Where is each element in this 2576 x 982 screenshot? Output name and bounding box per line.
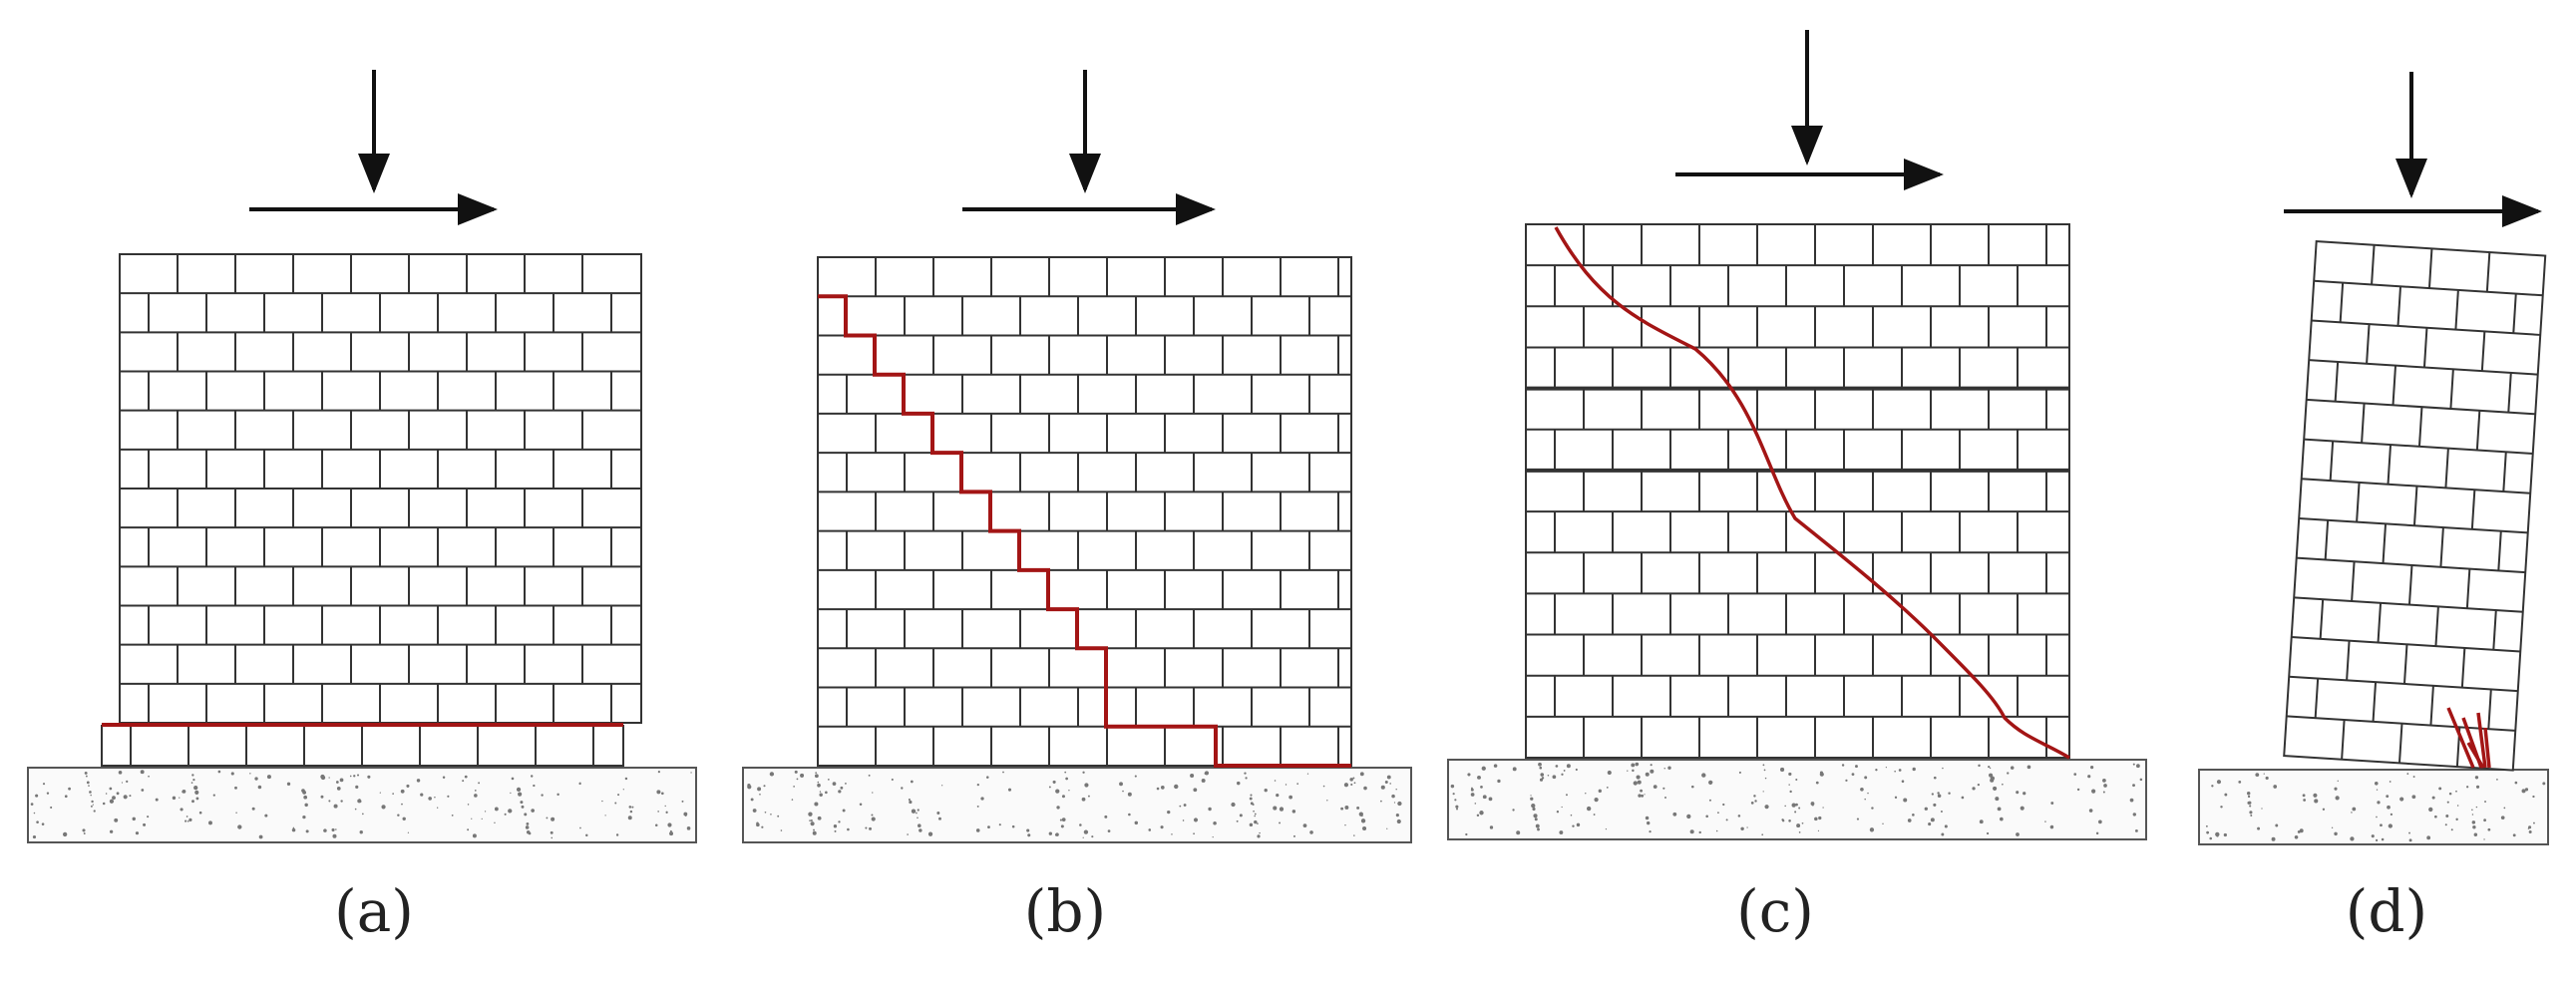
foundation-a xyxy=(27,767,697,843)
wall-b xyxy=(817,256,1352,767)
wall-d xyxy=(2283,240,2547,772)
diagonal-crack-c xyxy=(1554,226,2070,760)
panel-a xyxy=(27,70,697,843)
panel-d xyxy=(2198,72,2549,845)
toe-crushing-cracks-d xyxy=(2446,707,2491,769)
foundation-d xyxy=(2198,769,2549,845)
foundation-b xyxy=(742,767,1412,843)
panel-b xyxy=(742,70,1412,843)
wall-c xyxy=(1525,223,2070,759)
wall-a xyxy=(119,253,642,724)
panel-c xyxy=(1447,30,2147,840)
caption-c: (c) xyxy=(1736,877,1814,945)
foundation-c xyxy=(1447,759,2147,840)
base-course-a xyxy=(101,725,624,767)
caption-b: (b) xyxy=(1023,877,1107,945)
caption-a: (a) xyxy=(334,877,414,945)
caption-d: (d) xyxy=(2345,877,2428,945)
stepped-crack-b xyxy=(818,294,1351,768)
